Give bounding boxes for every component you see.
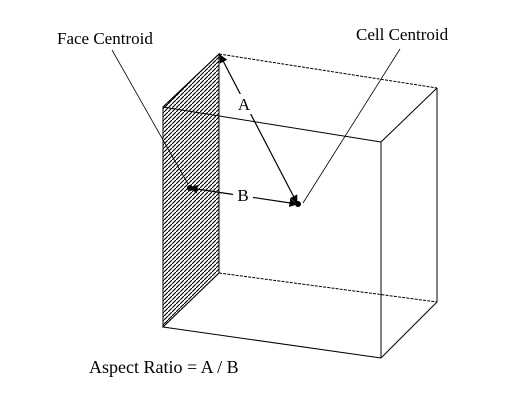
- cell-edges: [162, 53, 438, 359]
- cell-centroid-point: [295, 201, 301, 207]
- face-centroid-leader: [111, 49, 189, 185]
- dimension-a-label: A: [238, 95, 251, 114]
- cell-centroid-label: Cell Centroid: [356, 25, 449, 44]
- back-edges: [162, 53, 438, 328]
- dimension-b-label: B: [237, 186, 248, 205]
- aspect-ratio-caption: Aspect Ratio = A / B: [89, 357, 239, 377]
- cell-centroid-leader: [302, 48, 401, 204]
- face-centroid-label: Face Centroid: [57, 29, 153, 48]
- face-centroid-point: [187, 185, 193, 191]
- dimension-a-arrow: [219, 54, 298, 204]
